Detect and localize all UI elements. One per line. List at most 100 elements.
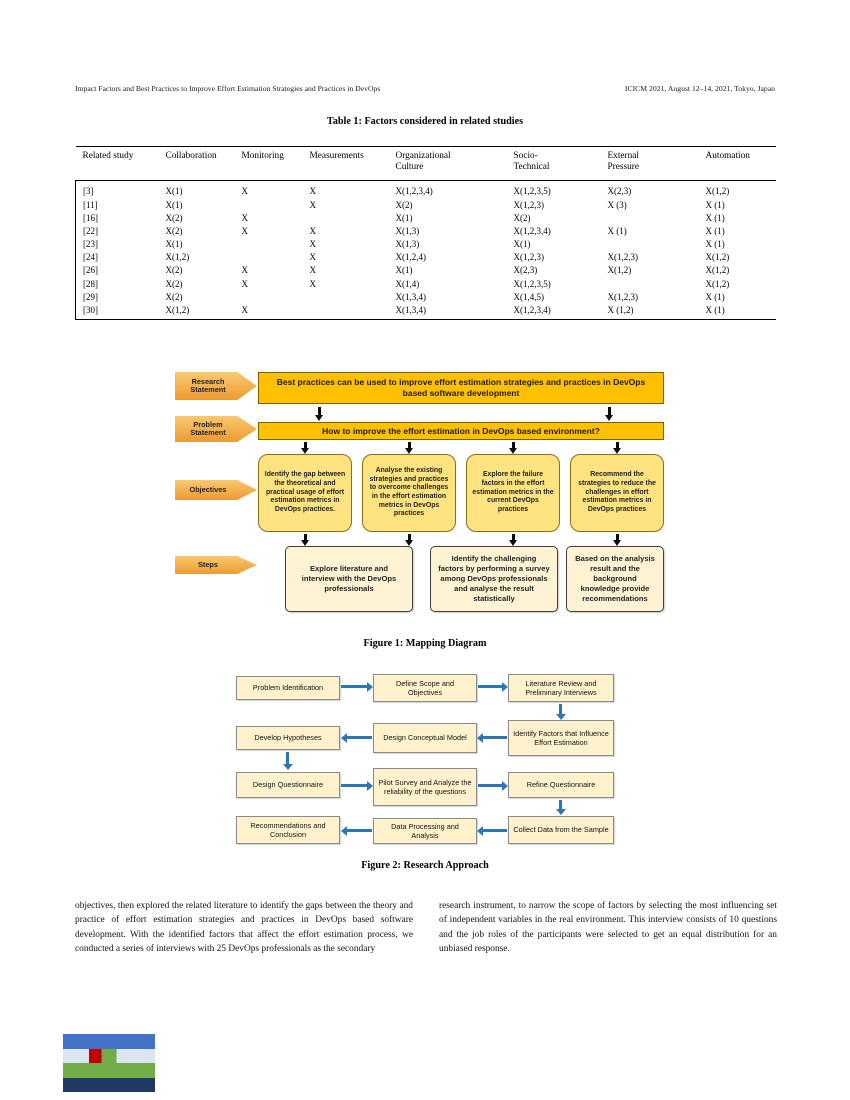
table-cell: [24] — [75, 250, 164, 264]
table-cell: X(2,3) — [513, 265, 538, 276]
running-head-venue: ICICM 2021, August 12–14, 2021, Tokyo, J… — [624, 84, 775, 93]
table-cell — [240, 290, 308, 303]
table-cell: X — [309, 199, 317, 210]
col-header-organizational-culture: Organizational Culture — [393, 145, 512, 182]
col-header-text: External Pressure — [607, 151, 640, 173]
col-header-socio-technical: Socio-Technical — [511, 145, 606, 182]
table-cell: X(1) — [165, 199, 183, 210]
table-cell: X(2) — [395, 199, 413, 210]
table-cell: X(1,2,3,5) — [513, 278, 551, 289]
col-header-monitoring: Monitoring — [239, 145, 308, 182]
table-cell — [606, 237, 704, 250]
problem-statement-box: How to improve the effort estimation in … — [258, 422, 664, 440]
flow-arrow-left — [347, 736, 372, 740]
table-cell: X — [241, 278, 249, 289]
flow-arrow-right — [478, 784, 502, 788]
flow-arrow-left — [483, 829, 507, 833]
table-cell: X(1,4) — [395, 278, 420, 289]
col-header-external-pressure: External Pressure — [605, 145, 704, 182]
table-cell: X — [309, 252, 317, 263]
objective-box-3: Explore the failure factors in the effor… — [466, 454, 560, 532]
research-statement-box: Best practices can be used to improve ef… — [258, 372, 664, 404]
table-cell: X(2) — [165, 212, 183, 223]
table-cell: X(1,2,3) — [513, 252, 545, 263]
table-cell: X(1) — [395, 212, 413, 223]
table-cell — [308, 211, 394, 224]
table-row: [29]X(2)X(1,3,4)X(1,4,5)X(1,2,3)X (1) — [75, 290, 776, 304]
thumbnail-stripe — [63, 1063, 155, 1078]
table-cell: [11] — [75, 197, 164, 212]
thumbnail-stripe — [63, 1048, 155, 1063]
body-right-column: research instrument, to narrow the scope… — [439, 901, 777, 954]
table-cell: [23] — [75, 237, 164, 251]
col-header-text: Collaboration — [165, 151, 217, 161]
problem-statement-arrow-label: Problem Statement — [175, 416, 257, 442]
related-studies-table: Related study Collaboration Monitoring M… — [75, 145, 776, 321]
table-cell: X — [309, 265, 317, 276]
col-header-measurements: Measurements — [307, 145, 394, 182]
flow-box-collect-data: Collect Data from the Sample — [508, 816, 614, 844]
table-cell: X(1,2,3) — [513, 199, 545, 210]
col-header-text: Automation — [705, 151, 750, 161]
table-cell: X(1) — [395, 265, 413, 276]
table-cell: X(2) — [165, 225, 183, 236]
down-arrow — [512, 442, 515, 448]
table-cell: [22] — [75, 224, 164, 238]
flow-arrow-right — [478, 685, 502, 689]
flow-box-identify-factors: Identify Factors that Influence Effort E… — [508, 720, 614, 756]
table-cell: X(1,2,3,5) — [513, 186, 551, 197]
table-cell: X(1,2) — [607, 265, 632, 276]
figure1-mapping-diagram: Research Statement Problem Statement Obj… — [170, 370, 670, 624]
table-cell — [606, 277, 704, 290]
research-statement-arrow-label: Research Statement — [175, 372, 257, 400]
down-arrow — [304, 534, 307, 540]
flow-arrow-right — [341, 784, 367, 788]
table-cell — [240, 237, 308, 250]
flow-box-refine-questionnaire: Refine Questionnaire — [508, 772, 614, 798]
table-cell: X(1,4,5) — [513, 291, 545, 302]
table-cell: X(2) — [165, 265, 183, 276]
flow-box-develop-hypotheses: Develop Hypotheses — [236, 726, 340, 750]
table-cell — [240, 251, 308, 264]
col-header-related-study: Related study — [75, 145, 164, 182]
down-arrow — [616, 442, 619, 448]
table-cell: X(1,2,3,4) — [511, 303, 606, 321]
objective-box-2: Analyse the existing strategies and prac… — [362, 454, 456, 532]
running-head-title: Impact Factors and Best Practices to Imp… — [75, 84, 381, 93]
table-cell: X(1,2,3,4) — [395, 186, 433, 197]
flow-arrow-down — [559, 704, 563, 714]
down-arrow — [512, 534, 515, 540]
step-box-3: Based on the analysis result and the bac… — [566, 546, 664, 612]
objectives-arrow-label: Objectives — [175, 480, 257, 500]
col-header-text: Socio-Technical — [513, 151, 550, 173]
flow-box-recommendations-conclusion: Recommendations and Conclusion — [236, 816, 340, 844]
flow-box-define-scope: Define Scope and Objectives — [373, 674, 477, 702]
table-cell — [606, 211, 704, 224]
table-cell: X(1,3,4) — [393, 303, 512, 321]
flow-box-problem-identification: Problem Identification — [236, 676, 340, 700]
down-arrow — [408, 442, 411, 448]
table-cell: X (1) — [705, 239, 725, 250]
body-text: objectives, then explored the related li… — [75, 899, 777, 956]
table-cell: X — [241, 212, 249, 223]
table-cell — [307, 303, 394, 321]
table-cell: X — [309, 225, 317, 236]
down-arrow — [318, 407, 321, 415]
table-cell: X — [241, 225, 249, 236]
table-header-row: Related study Collaboration Monitoring M… — [75, 145, 776, 182]
table-cell: X(1,3) — [395, 225, 420, 236]
col-header-text: Organizational Culture — [395, 151, 451, 173]
table-cell: X — [241, 186, 249, 197]
flow-box-pilot-survey: Pilot Survey and Analyze the reliability… — [373, 768, 477, 806]
step-box-2: Identify the challenging factors by perf… — [430, 546, 558, 612]
label-text: Research Statement — [190, 376, 226, 394]
table-cell: X(2) — [513, 212, 531, 223]
table-cell: X(2) — [165, 278, 183, 289]
step-box-1: Explore literature and interview with th… — [285, 546, 413, 612]
label-text: Objectives — [189, 484, 227, 494]
